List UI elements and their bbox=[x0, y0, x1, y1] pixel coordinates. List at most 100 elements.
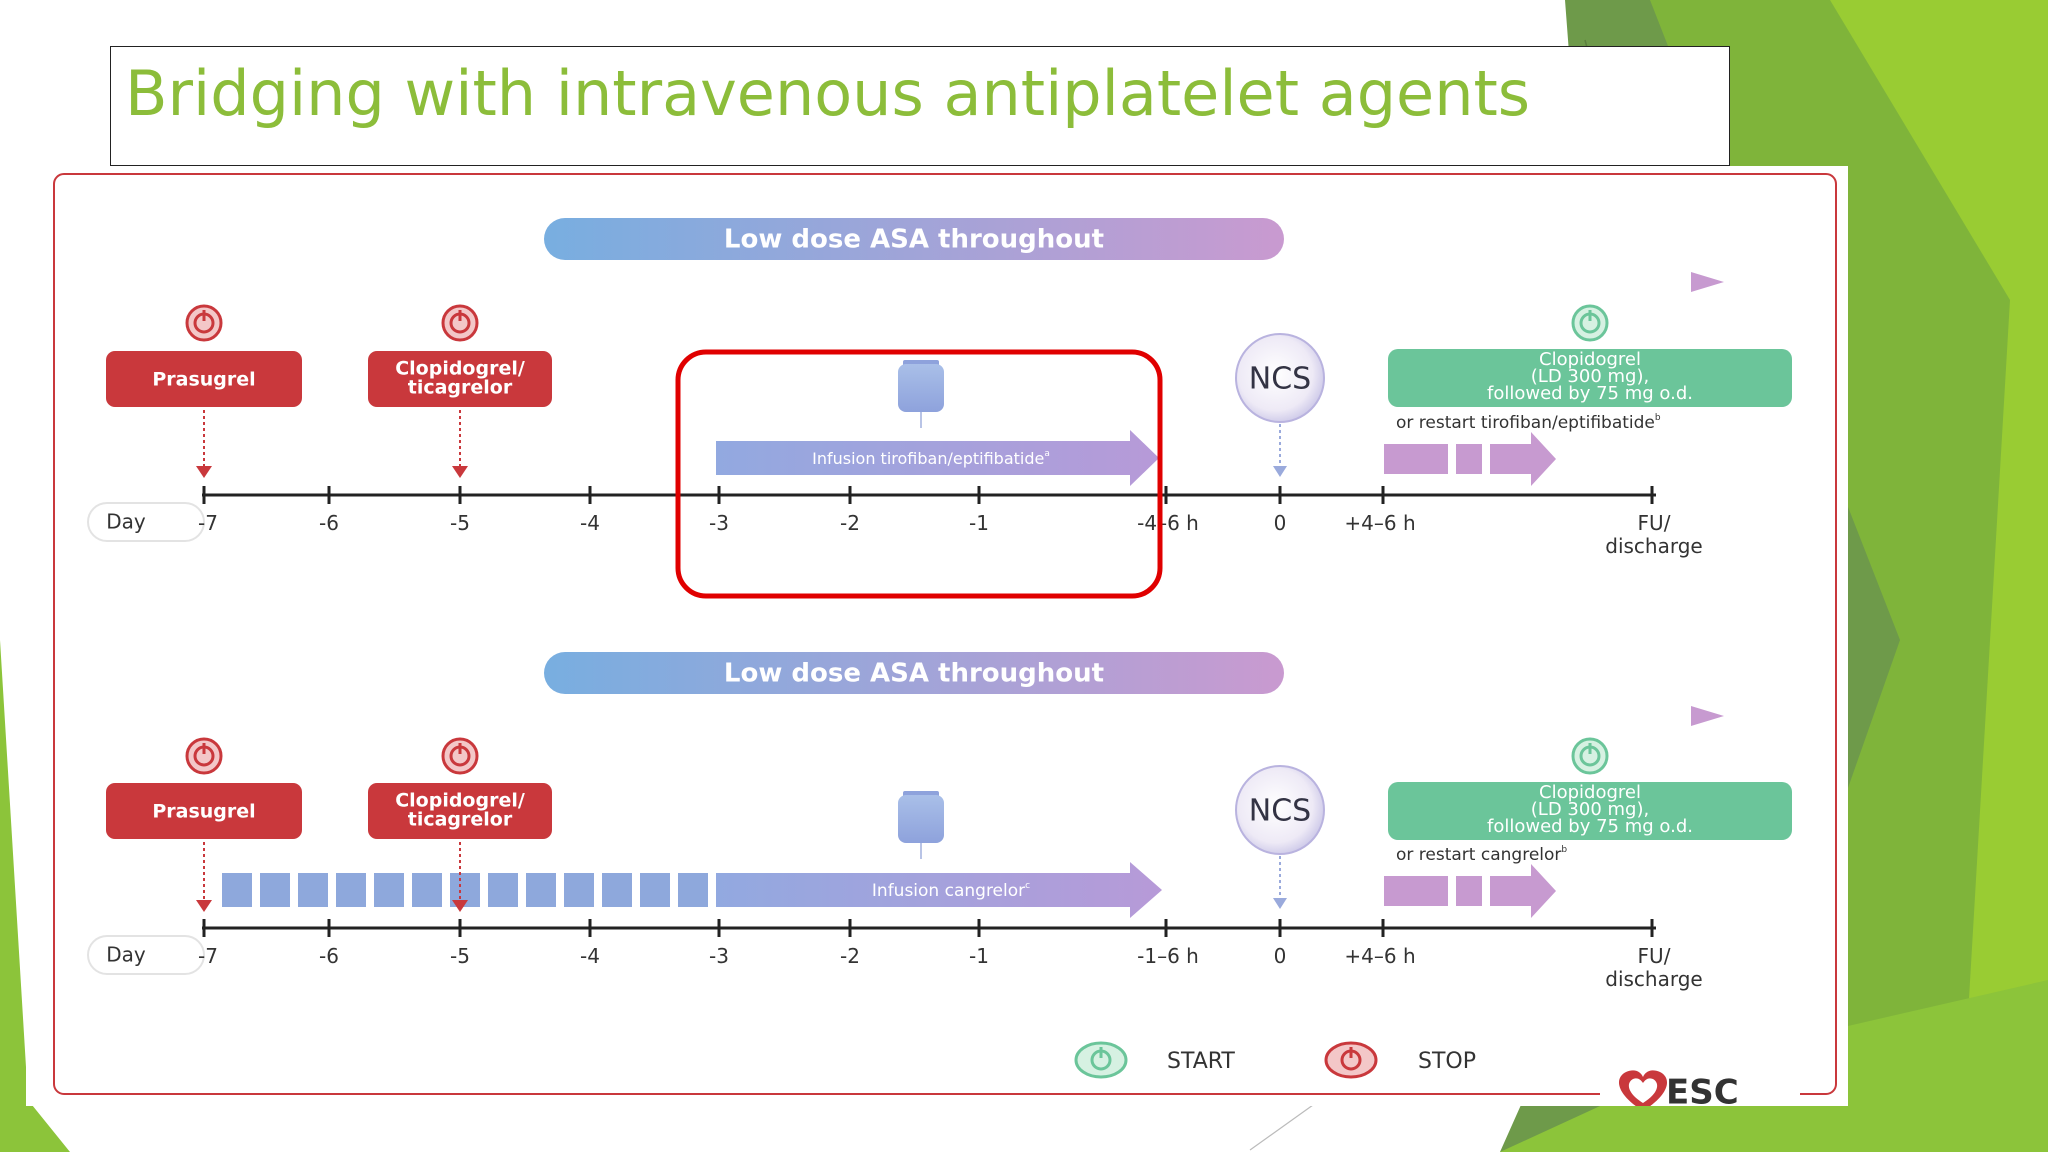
ticagrelor-label: ticagrelor bbox=[408, 377, 513, 399]
tick-label: -4 bbox=[580, 944, 600, 968]
prasugrel-stop-box bbox=[106, 351, 302, 407]
restart-line-2: (LD 300 mg), bbox=[1531, 799, 1649, 820]
iv-bag-icon bbox=[898, 360, 944, 428]
tick-label: -5 bbox=[450, 944, 470, 968]
asa-banner-label: Low dose ASA throughout bbox=[724, 659, 1104, 689]
tick-label: 0 bbox=[1274, 511, 1287, 535]
clopidogrel-restart-box bbox=[1388, 349, 1792, 407]
restart-dashed-arrow bbox=[1384, 432, 1556, 486]
day-label: Day bbox=[106, 943, 146, 967]
ncs-label: NCS bbox=[1249, 362, 1311, 397]
bridging-diagram: Low dose ASA throughout Prasugrel Clopid… bbox=[53, 173, 1837, 1106]
restart-alt-text: or restart tirofiban/eptifibatideb bbox=[1396, 413, 1661, 434]
stop-icon bbox=[441, 737, 479, 775]
tick-label: FU/ bbox=[1638, 511, 1671, 535]
tick-label: -4 bbox=[580, 511, 600, 535]
ncs-marker-arrow bbox=[1273, 898, 1287, 909]
tick-labels: -7 -6 -5 -4 -3 -2 -1 -1–6 h 0 +4–6 h FU/… bbox=[198, 944, 1703, 991]
tick-label: -6 bbox=[319, 944, 339, 968]
clopidogrel-label: Clopidogrel/ bbox=[395, 790, 525, 812]
legend: START STOP bbox=[1074, 1041, 1476, 1079]
clopidogrel-stop-box bbox=[368, 351, 552, 407]
ticagrelor-label: ticagrelor bbox=[408, 809, 513, 831]
ncs-label: NCS bbox=[1249, 794, 1311, 829]
panel-1: Low dose ASA throughout Prasugrel Clopid… bbox=[87, 218, 1792, 599]
green-facet-light bbox=[1830, 0, 2048, 1152]
title-box: Bridging with intravenous antiplatelet a… bbox=[110, 46, 1730, 166]
infusion-tirofiban-arrow bbox=[716, 430, 1159, 486]
slide-title: Bridging with intravenous antiplatelet a… bbox=[125, 57, 1531, 130]
ncs-circle bbox=[1235, 765, 1325, 855]
tick-label: -7 bbox=[198, 944, 218, 968]
tick-label: discharge bbox=[1605, 967, 1702, 991]
stop-legend-icon bbox=[1324, 1041, 1378, 1079]
infusion-cangrelor-label: Infusion cangrelorc bbox=[872, 881, 1030, 902]
cangrelor-bridge-blocks bbox=[222, 873, 708, 907]
tick-label: -1 bbox=[969, 944, 989, 968]
restart-line-3: followed by 75 mg o.d. bbox=[1487, 816, 1693, 837]
tick-label: -1 bbox=[969, 511, 989, 535]
tick-label: -6 bbox=[319, 511, 339, 535]
prasugrel-label: Prasugrel bbox=[152, 369, 255, 391]
green-facet-left bbox=[0, 640, 70, 1152]
restart-alt-text: or restart cangrelorb bbox=[1396, 845, 1567, 866]
start-icon bbox=[1571, 304, 1609, 342]
tick-label: +4–6 h bbox=[1344, 511, 1415, 535]
day-pill bbox=[87, 935, 205, 975]
clopidogrel-label: Clopidogrel/ bbox=[395, 358, 525, 380]
highlight-box bbox=[675, 349, 1163, 599]
ncs-circle bbox=[1235, 333, 1325, 423]
green-facet-line-2 bbox=[1249, 1099, 1321, 1151]
start-icon bbox=[1571, 737, 1609, 775]
tick-label: 0 bbox=[1274, 944, 1287, 968]
prasugrel-stop-box bbox=[106, 783, 302, 839]
day-pill bbox=[87, 502, 205, 542]
tick-label: +4–6 h bbox=[1344, 944, 1415, 968]
timeline-ticks bbox=[202, 919, 1654, 937]
timeline-ticks bbox=[202, 486, 1654, 504]
asa-arrow-head bbox=[1691, 706, 1724, 726]
tick-label: -1–6 h bbox=[1137, 944, 1199, 968]
stop-marker-arrow bbox=[196, 466, 212, 478]
tick-label: discharge bbox=[1605, 534, 1702, 558]
esc-logo: ESC bbox=[1600, 1070, 1800, 1106]
legend-stop-label: STOP bbox=[1418, 1049, 1476, 1074]
start-legend-icon bbox=[1074, 1041, 1128, 1079]
tick-labels: -7 -6 -5 -4 -3 -2 -1 -4–6 h 0 +4–6 h FU/… bbox=[198, 511, 1703, 558]
clopidogrel-stop-box bbox=[368, 783, 552, 839]
infusion-cangrelor-arrow bbox=[716, 862, 1162, 918]
asa-banner bbox=[544, 652, 1284, 694]
restart-line-1: Clopidogrel bbox=[1539, 349, 1641, 370]
legend-start-label: START bbox=[1167, 1049, 1235, 1074]
green-facet-mid bbox=[1650, 0, 2048, 1152]
ncs-marker-arrow bbox=[1273, 466, 1287, 477]
tick-label: -3 bbox=[709, 944, 729, 968]
tick-label: -7 bbox=[198, 511, 218, 535]
tick-label: -4–6 h bbox=[1137, 511, 1199, 535]
tick-label: -3 bbox=[709, 511, 729, 535]
restart-line-2: (LD 300 mg), bbox=[1531, 366, 1649, 387]
prasugrel-label: Prasugrel bbox=[152, 801, 255, 823]
iv-bag-icon bbox=[898, 791, 944, 859]
tick-label: -2 bbox=[840, 511, 860, 535]
restart-dashed-arrow bbox=[1384, 864, 1556, 918]
tick-label: FU/ bbox=[1638, 944, 1671, 968]
clopidogrel-restart-box bbox=[1388, 782, 1792, 840]
stop-icon bbox=[185, 304, 223, 342]
day-label: Day bbox=[106, 510, 146, 534]
asa-banner-label: Low dose ASA throughout bbox=[724, 225, 1104, 255]
esc-logo-text: ESC bbox=[1666, 1073, 1739, 1107]
stop-icon bbox=[185, 737, 223, 775]
asa-banner bbox=[544, 218, 1284, 260]
restart-line-3: followed by 75 mg o.d. bbox=[1487, 383, 1693, 404]
stop-marker-arrow bbox=[452, 466, 468, 478]
tick-label: -5 bbox=[450, 511, 470, 535]
restart-line-1: Clopidogrel bbox=[1539, 782, 1641, 803]
infusion-tirofiban-label: Infusion tirofiban/eptifibatidea bbox=[812, 449, 1050, 468]
tick-label: -2 bbox=[840, 944, 860, 968]
stop-icon bbox=[441, 304, 479, 342]
stop-marker-arrow bbox=[196, 900, 212, 912]
panel-2: Low dose ASA throughout Prasugrel Clopid… bbox=[87, 652, 1792, 991]
esc-figure: Low dose ASA throughout Prasugrel Clopid… bbox=[26, 166, 1848, 1106]
stop-marker-arrow bbox=[452, 900, 468, 912]
